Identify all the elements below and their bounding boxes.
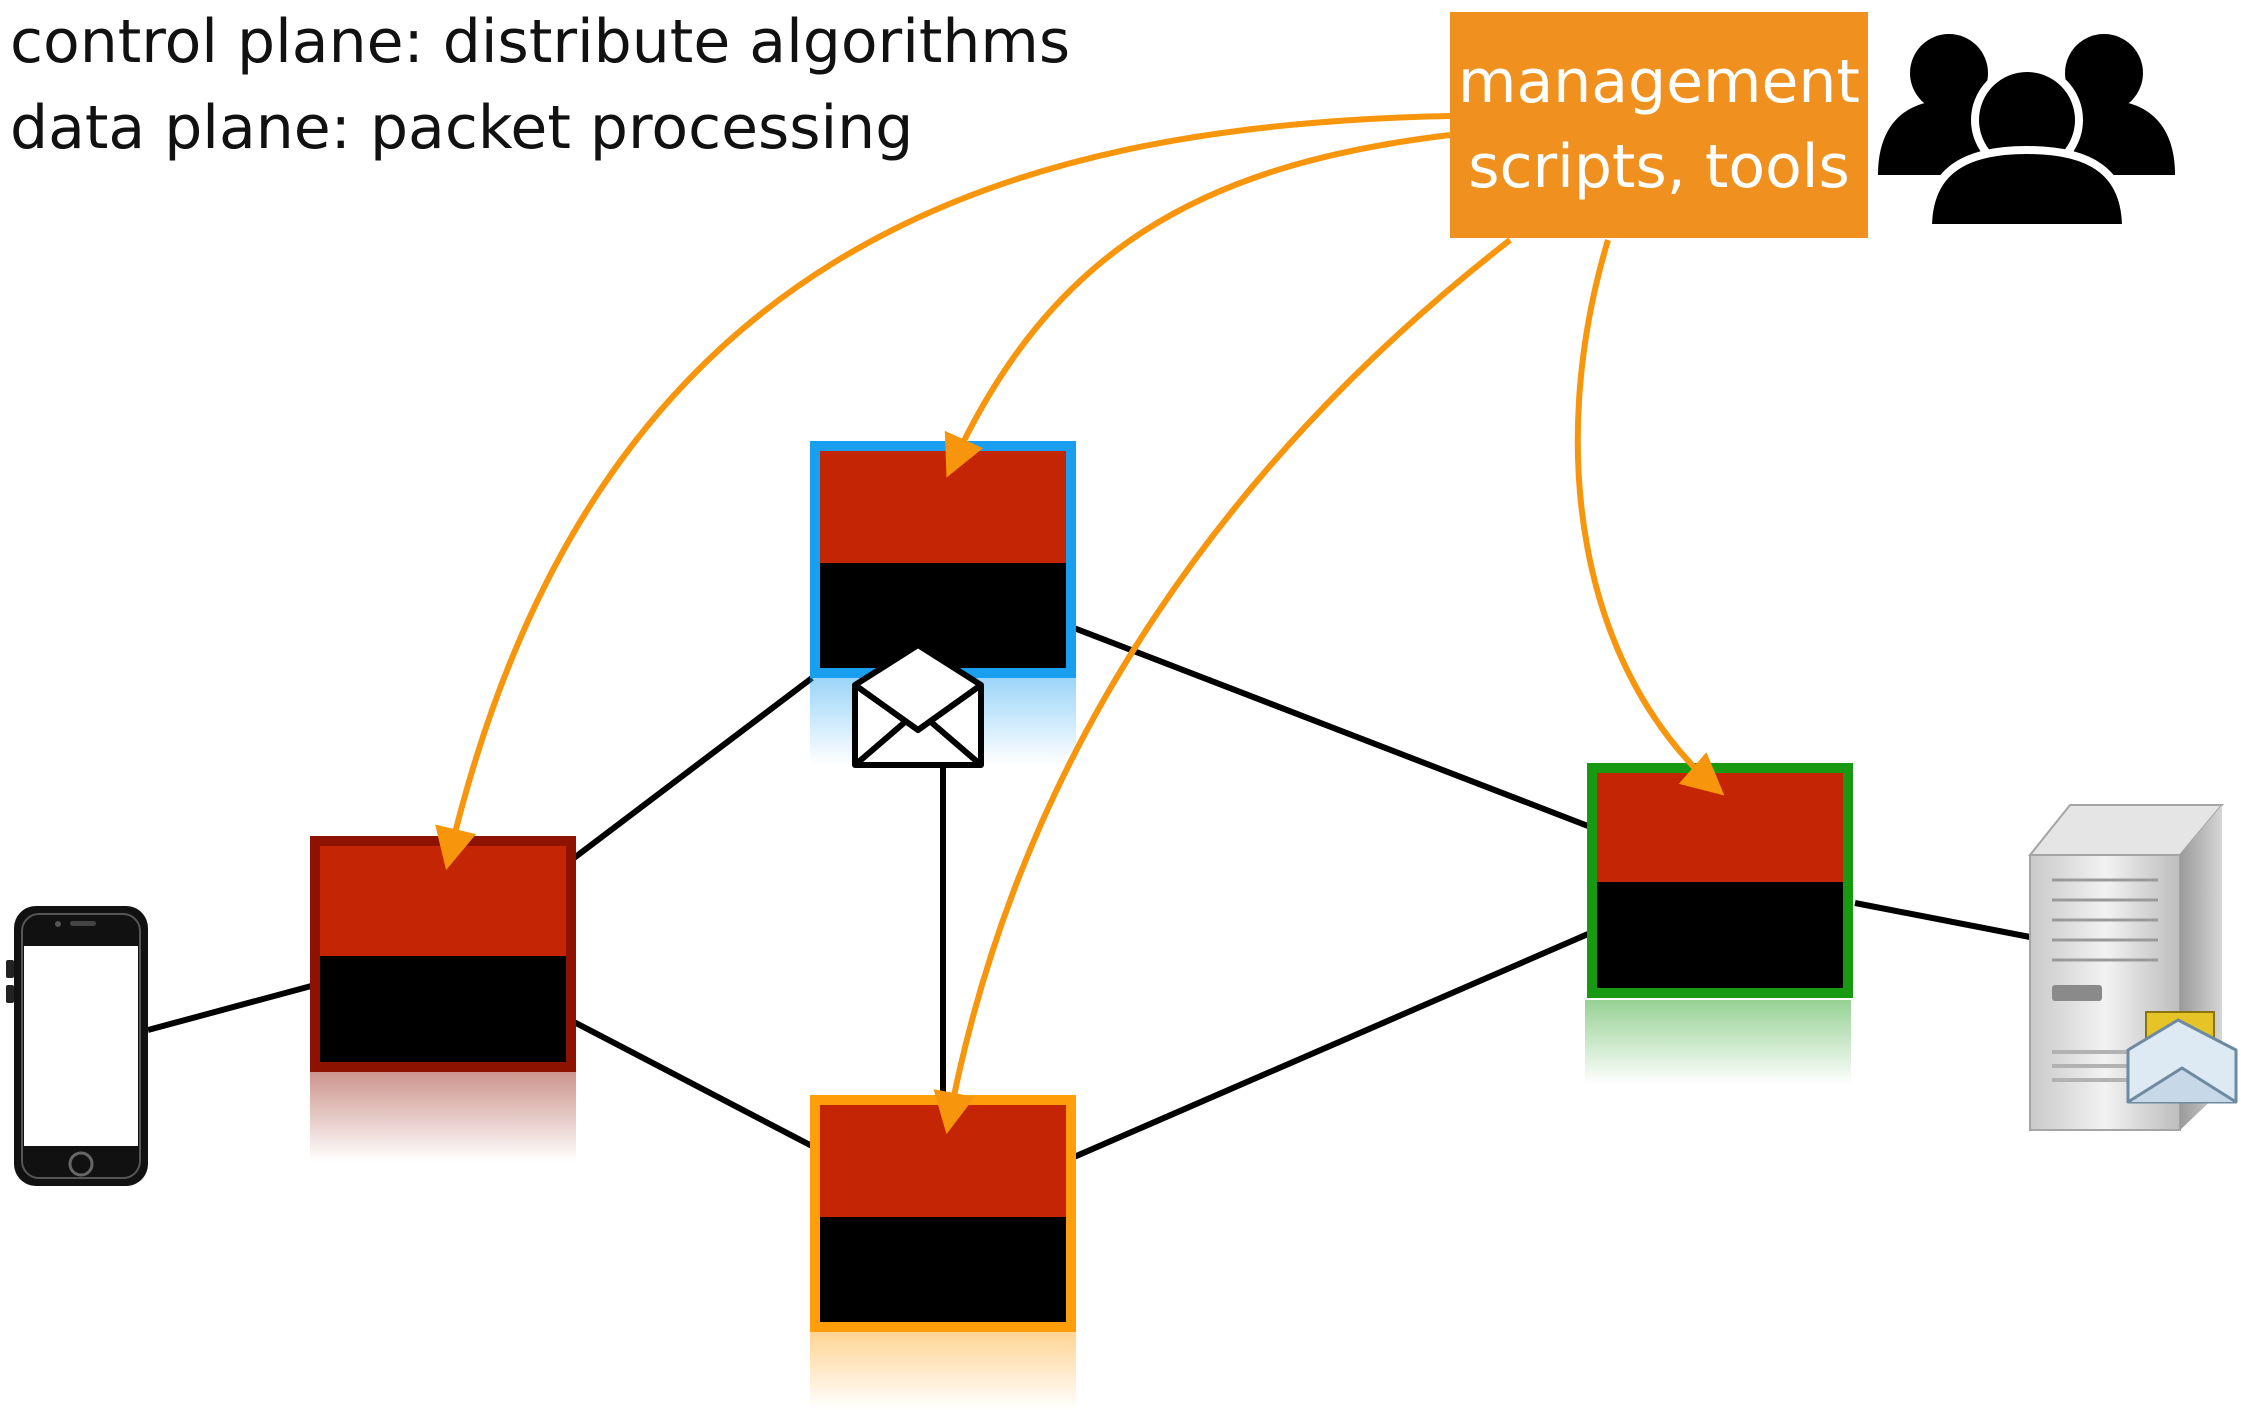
caption-control-plane: control plane: distribute algorithms (10, 7, 1071, 77)
envelope-icon (852, 642, 984, 768)
management-arrow-to-bottom (933, 237, 1512, 1135)
smartphone-icon (6, 906, 148, 1186)
router-right-control-plane (1592, 768, 1848, 882)
management-box: management scripts, tools (1450, 12, 1868, 238)
router-right (1585, 763, 1853, 1085)
management-arrow-to-top (944, 132, 1451, 478)
router-right-reflection (1585, 1000, 1851, 1085)
router-left-control-plane (315, 841, 571, 956)
router-top-data-plane (815, 563, 1071, 673)
users-group-icon (1878, 34, 2175, 232)
mail-envelope-icon (2126, 1011, 2238, 1104)
router-left (310, 836, 576, 1162)
link-right-server (1854, 900, 2031, 940)
management-arrows (435, 113, 1725, 1135)
caption-data-plane: data plane: packet processing (10, 93, 914, 163)
link-left-top (572, 675, 814, 861)
management-arrow-to-right (1574, 239, 1725, 796)
router-bottom (810, 1095, 1076, 1410)
router-bottom-reflection (810, 1330, 1076, 1410)
management-sublabel: scripts, tools (1468, 132, 1850, 202)
links (147, 625, 2031, 1160)
router-top-control-plane (815, 446, 1071, 563)
router-bottom-data-plane (815, 1217, 1071, 1327)
link-left-bottom (572, 1019, 814, 1149)
router-bottom-control-plane (815, 1100, 1071, 1217)
management-label: management (1458, 46, 1860, 117)
router-left-data-plane (315, 956, 571, 1067)
router-left-reflection (310, 1072, 576, 1162)
router-right-data-plane (1592, 882, 1848, 993)
link-phone-left (147, 982, 316, 1033)
link-top-right (1072, 625, 1590, 829)
link-bottom-right (1072, 931, 1590, 1160)
management-arrow-to-left (435, 113, 1451, 871)
